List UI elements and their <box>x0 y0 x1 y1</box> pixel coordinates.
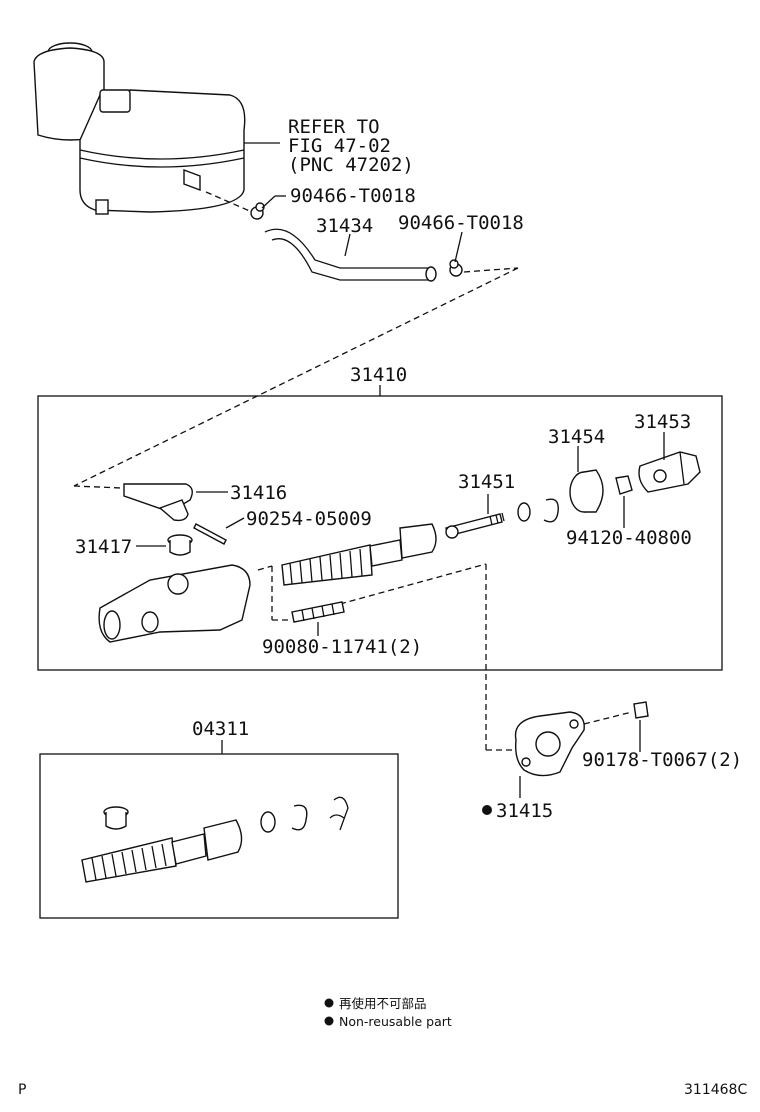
kit-snap-ring <box>291 804 308 831</box>
snap-ring <box>543 498 559 523</box>
gasket-31415 <box>514 711 585 777</box>
label-31415: 31415 <box>496 800 553 822</box>
dash-tank-clamp <box>205 191 253 213</box>
grommet-31417 <box>167 534 193 556</box>
dash-to-inlet <box>73 485 123 489</box>
dash-clamp-right <box>463 267 519 273</box>
kit-spring-piston <box>81 819 243 883</box>
nut-90178 <box>633 701 649 719</box>
kit-grommet <box>103 806 129 830</box>
label-90254: 90254-05009 <box>246 508 372 530</box>
dash-long-diagonal <box>73 267 519 487</box>
label-31416: 31416 <box>230 482 287 504</box>
push-rod-31451 <box>445 512 505 539</box>
footer-code: 311468C <box>684 1082 747 1098</box>
label-31453: 31453 <box>634 411 691 433</box>
reservoir-tank <box>33 42 246 215</box>
cylinder-body <box>98 564 251 643</box>
stud-90080 <box>291 601 345 623</box>
label-clamp-upper: 90466-T0018 <box>290 185 416 207</box>
clamp-lower <box>449 259 463 277</box>
non-reusable-marker <box>482 805 492 815</box>
inlet-31416 <box>123 483 193 522</box>
spring-piston <box>281 523 437 586</box>
reference-line3: (PNC 47202) <box>288 154 414 176</box>
label-31451: 31451 <box>458 471 515 493</box>
legend-bullet-en <box>324 1016 334 1026</box>
kit-washer <box>260 811 276 833</box>
label-31410: 31410 <box>350 364 407 386</box>
legend-bullet-jp <box>324 998 334 1008</box>
hose-31434 <box>264 228 437 282</box>
label-clamp-lower: 90466-T0018 <box>398 212 524 234</box>
assembly-box-31410 <box>37 395 723 671</box>
pin-90254 <box>193 523 227 545</box>
footer-left: P <box>18 1082 26 1098</box>
label-94120: 94120-40800 <box>566 527 692 549</box>
label-31454: 31454 <box>548 426 605 448</box>
label-90080: 90080-11741(2) <box>262 636 422 658</box>
reference-line2: FIG 47-02 <box>288 135 391 157</box>
reference-line1: REFER TO <box>288 116 380 138</box>
label-90178: 90178-T0067(2) <box>582 749 742 771</box>
washer <box>517 502 531 522</box>
kit-box-04311 <box>39 753 399 919</box>
legend-jp: 再使用不可部品 <box>339 996 427 1011</box>
clamp-upper <box>250 202 265 220</box>
nut-94120 <box>615 475 633 495</box>
boot-31454 <box>569 469 604 513</box>
label-04311: 04311 <box>192 718 249 740</box>
legend-en: Non-reusable part <box>339 1014 452 1029</box>
kit-clip <box>329 796 349 831</box>
label-31417: 31417 <box>75 536 132 558</box>
clevis-31453 <box>638 451 701 493</box>
label-hose: 31434 <box>316 215 373 237</box>
